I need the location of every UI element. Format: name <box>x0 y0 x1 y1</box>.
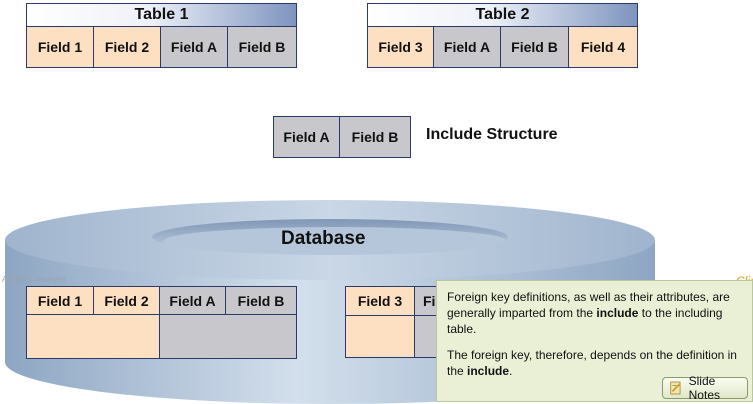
db-table1-field-b: Field B <box>225 286 297 315</box>
db-table1-field-1: Field 1 <box>26 286 94 315</box>
table2-field-3: Field 3 <box>367 26 434 68</box>
include-structure-label: Include Structure <box>426 126 558 143</box>
table2-field-4: Field 4 <box>568 26 638 68</box>
notes-paragraph-2: The foreign key, therefore, depends on t… <box>447 348 737 378</box>
table1-field-2: Field 2 <box>93 26 161 68</box>
db-table2-field-3: Field 3 <box>345 286 415 316</box>
notes-paragraph-1: Foreign key definitions, as well as thei… <box>447 290 730 336</box>
slide-notes-button[interactable]: Slide Notes <box>662 374 748 402</box>
slide-notes-label: Slide Notes <box>688 374 720 402</box>
table2-title: Table 2 <box>367 3 638 26</box>
db-table1-field-2: Field 2 <box>93 286 160 315</box>
notes-icon <box>670 381 681 395</box>
include-field-a: Field A <box>273 116 340 158</box>
table1-field-b: Field B <box>227 26 297 68</box>
table2-field-b: Field B <box>500 26 569 68</box>
table1-title: Table 1 <box>26 3 297 26</box>
table1-field-a: Field A <box>160 26 228 68</box>
include-field-b: Field B <box>339 116 411 158</box>
watermark-text: All rights reserved <box>2 275 67 284</box>
db-table2-body-left <box>345 315 415 358</box>
db-table1-body-right <box>159 314 297 359</box>
table2-field-a: Field A <box>433 26 501 68</box>
db-table1-body-left <box>26 314 161 359</box>
table1-field-1: Field 1 <box>26 26 94 68</box>
db-table1-field-a: Field A <box>159 286 226 315</box>
database-label: Database <box>281 228 366 249</box>
